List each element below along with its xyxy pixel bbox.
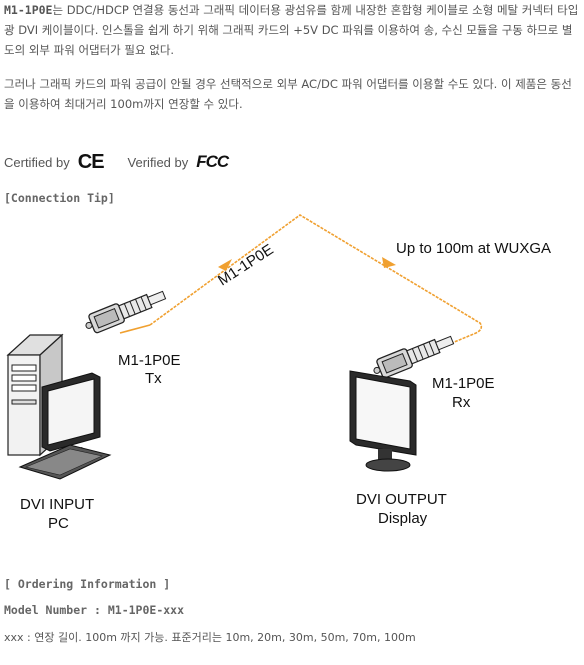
intro-paragraph-2: 그러나 그래픽 카드의 파워 공급이 안될 경우 선택적으로 외부 AC/DC …: [4, 77, 572, 111]
ordering-heading: [ Ordering Information ]: [4, 577, 171, 591]
certification-row: Certified by CE Verified by FCC: [4, 150, 229, 174]
display-label: Display: [378, 510, 428, 527]
ce-logo-icon: CE: [77, 150, 105, 173]
intro-paragraph-1: M1-1P0E는 DDC/HDCP 연결용 동선과 그래픽 데이터용 광섬유를 …: [4, 0, 580, 60]
connection-diagram: M1-1P0E Up to 100m at WUXGA M1-1P0E Tx M…: [6, 214, 551, 532]
certified-label: Certified by: [4, 154, 70, 170]
pc-label: PC: [48, 515, 69, 532]
fiber-cable: [119, 214, 483, 344]
intro-text-1: 는 DDC/HDCP 연결용 동선과 그래픽 데이터용 광섬유를 함께 내장한 …: [4, 3, 579, 57]
fcc-logo-icon: FCC: [196, 152, 229, 171]
distance-label: Up to 100m at WUXGA: [396, 240, 551, 257]
model-number: Model Number : M1-1P0E-xxx: [4, 603, 185, 617]
product-name: M1-1P0E: [4, 3, 53, 17]
tx-connector-icon: [85, 290, 167, 334]
ordering-note: xxx : 연장 길이. 100m 까지 가능. 표준거리는 10m, 20m,…: [4, 631, 416, 644]
rx-connector-icon: [373, 335, 455, 379]
tx-label: Tx: [145, 370, 162, 387]
arrow-right-icon: [382, 257, 396, 268]
pc-port-label: DVI INPUT: [20, 496, 94, 513]
tx-model-label: M1-1P0E: [118, 352, 181, 369]
verified-label: Verified by: [127, 154, 189, 170]
display-port-label: DVI OUTPUT: [356, 491, 447, 508]
pc-computer-icon: [6, 333, 112, 480]
display-monitor-icon: [349, 370, 417, 472]
rx-model-label: M1-1P0E: [432, 375, 495, 392]
arrow-left-icon: [218, 259, 232, 271]
rx-label: Rx: [452, 394, 471, 411]
connection-tip-heading: [Connection Tip]: [4, 191, 115, 205]
